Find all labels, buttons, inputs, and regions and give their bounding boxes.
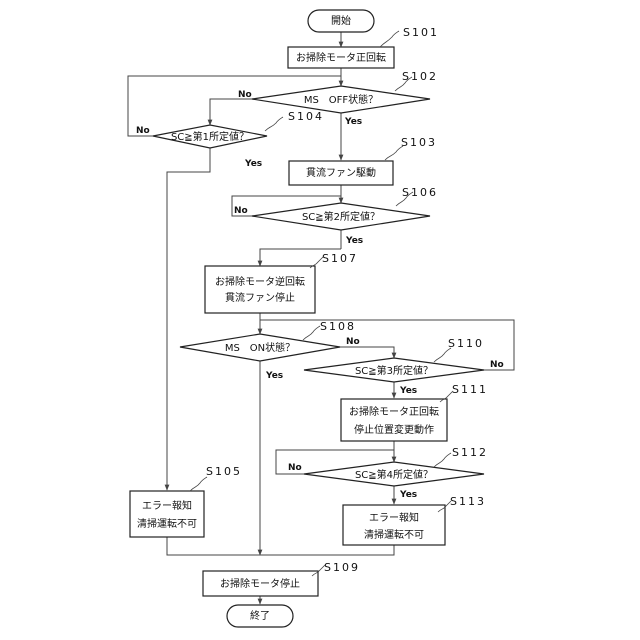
decision-s104: SC≧第1所定値？ xyxy=(153,125,267,148)
step-label-s101: S101 xyxy=(403,26,439,39)
step-label-s112: S112 xyxy=(452,446,488,459)
svg-text:MS ON状態？: MS ON状態？ xyxy=(225,341,295,354)
svg-text:MS OFF状態？: MS OFF状態？ xyxy=(304,93,378,106)
yes-label-s110: Yes xyxy=(399,386,417,396)
decision-s108: MS ON状態？ xyxy=(180,334,340,361)
svg-text:お掃除モータ停止: お掃除モータ停止 xyxy=(220,577,300,590)
decision-s112: SC≧第4所定値？ xyxy=(304,462,484,486)
step-label-s104: S104 xyxy=(288,110,324,123)
svg-text:お掃除モータ逆回転: お掃除モータ逆回転 xyxy=(215,275,305,288)
no-label-s104: No xyxy=(136,126,150,136)
svg-text:SC≧第4所定値？: SC≧第4所定値？ xyxy=(355,468,433,481)
svg-text:終了: 終了 xyxy=(250,609,270,622)
svg-text:開始: 開始 xyxy=(331,14,351,27)
no-label-s106: No xyxy=(234,206,248,216)
yes-label-s106: Yes xyxy=(345,236,363,246)
svg-text:お掃除モータ正回転: お掃除モータ正回転 xyxy=(349,405,439,418)
step-label-s103: S103 xyxy=(401,136,437,149)
step-label-s102: S102 xyxy=(402,70,438,83)
process-s109: お掃除モータ停止 xyxy=(203,571,318,596)
svg-text:貫流ファン停止: 貫流ファン停止 xyxy=(225,291,295,304)
process-s113: エラー報知 清掃運転不可 xyxy=(343,505,445,545)
svg-text:停止位置変更動作: 停止位置変更動作 xyxy=(354,423,434,436)
step-label-s113: S113 xyxy=(450,495,486,508)
svg-text:清掃運転不可: 清掃運転不可 xyxy=(364,528,424,541)
no-label-s102: No xyxy=(238,90,252,100)
svg-text:SC≧第3所定値？: SC≧第3所定値？ xyxy=(355,364,433,377)
branch-labels: No Yes No Yes No Yes No Yes No Yes No Ye… xyxy=(136,90,504,500)
step-label-s109: S109 xyxy=(324,561,360,574)
yes-label-s104: Yes xyxy=(244,159,262,169)
process-s103: 貫流ファン駆動 xyxy=(289,161,393,185)
svg-text:SC≧第1所定値？: SC≧第1所定値？ xyxy=(171,130,249,143)
yes-label-s102: Yes xyxy=(344,117,362,127)
step-label-s108: S108 xyxy=(320,320,356,333)
decision-s110: SC≧第3所定値？ xyxy=(304,358,484,382)
no-label-s112: No xyxy=(288,463,302,473)
step-label-s110: S110 xyxy=(448,337,484,350)
svg-text:清掃運転不可: 清掃運転不可 xyxy=(137,517,197,530)
svg-text:貫流ファン駆動: 貫流ファン駆動 xyxy=(306,166,376,179)
yes-label-s108: Yes xyxy=(265,371,283,381)
process-s107: お掃除モータ逆回転 貫流ファン停止 xyxy=(205,266,315,313)
svg-text:SC≧第2所定値？: SC≧第2所定値？ xyxy=(302,210,380,223)
yes-label-s112: Yes xyxy=(399,490,417,500)
no-label-s108: No xyxy=(346,337,360,347)
decision-s102: MS OFF状態？ xyxy=(252,86,430,113)
process-s101: お掃除モータ正回転 xyxy=(288,47,394,68)
no-label-s110: No xyxy=(490,360,504,370)
step-label-s106: S106 xyxy=(402,186,438,199)
end-node: 終了 xyxy=(227,605,293,627)
step-label-s111: S111 xyxy=(452,383,488,396)
process-s105: エラー報知 清掃運転不可 xyxy=(130,491,204,537)
svg-text:エラー報知: エラー報知 xyxy=(142,499,192,512)
process-s111: お掃除モータ正回転 停止位置変更動作 xyxy=(341,399,447,441)
start-node: 開始 xyxy=(308,10,374,32)
svg-text:お掃除モータ正回転: お掃除モータ正回転 xyxy=(296,51,386,64)
step-label-s107: S107 xyxy=(322,252,358,265)
decision-s106: SC≧第2所定値？ xyxy=(252,203,430,230)
step-label-s105: S105 xyxy=(206,465,242,478)
svg-text:エラー報知: エラー報知 xyxy=(369,511,419,524)
